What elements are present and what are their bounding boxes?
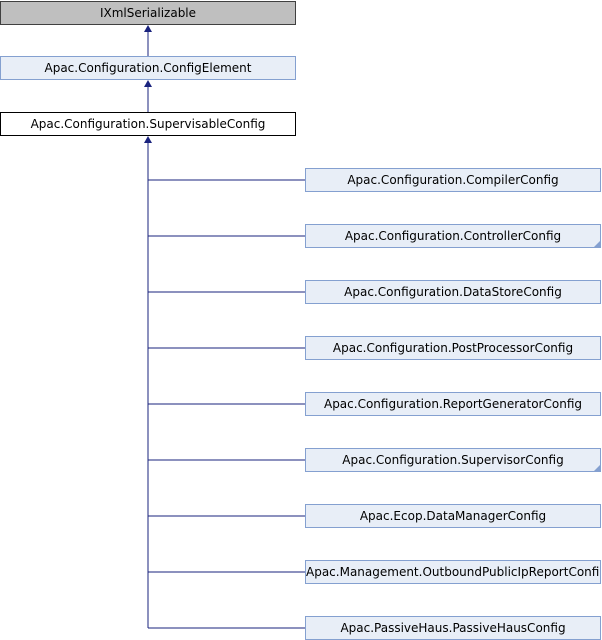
edge-group: [144, 25, 305, 629]
inheritance-arrowhead: [144, 25, 152, 32]
class-label: Apac.Configuration.ConfigElement: [44, 61, 252, 75]
class-node-apac-configuration-supervisableconfig[interactable]: Apac.Configuration.SupervisableConfig: [0, 112, 296, 136]
class-label: Apac.Configuration.SupervisorConfig: [342, 453, 564, 467]
class-label: Apac.Configuration.ReportGeneratorConfig: [323, 397, 582, 411]
class-label: IXmlSerializable: [99, 6, 197, 20]
inheritance-arrowhead: [144, 80, 152, 87]
class-node-apac-configuration-postprocessorconfig[interactable]: Apac.Configuration.PostProcessorConfig: [305, 336, 601, 360]
class-node-ixmlserializable[interactable]: IXmlSerializable: [0, 1, 296, 25]
class-label: Apac.Configuration.CompilerConfig: [347, 173, 559, 187]
class-node-apac-ecop-datamanagerconfig[interactable]: Apac.Ecop.DataManagerConfig: [305, 504, 601, 528]
class-label: Apac.Management.OutboundPublicIpReportCo…: [306, 565, 601, 579]
class-label: Apac.Configuration.PostProcessorConfig: [332, 341, 574, 355]
class-node-apac-configuration-controllerconfig[interactable]: Apac.Configuration.ControllerConfig: [305, 224, 601, 248]
class-node-apac-configuration-compilerconfig[interactable]: Apac.Configuration.CompilerConfig: [305, 168, 601, 192]
class-label: Apac.Configuration.ControllerConfig: [344, 229, 562, 243]
class-label: Apac.Configuration.SupervisableConfig: [30, 117, 266, 131]
class-label: Apac.Configuration.DataStoreConfig: [344, 285, 562, 299]
class-node-apac-configuration-reportgeneratorconfig[interactable]: Apac.Configuration.ReportGeneratorConfig: [305, 392, 601, 416]
class-node-apac-passivehaus-passivehausconfig[interactable]: Apac.PassiveHaus.PassiveHausConfig: [305, 616, 601, 640]
more-children-indicator-icon: [594, 241, 600, 247]
class-label: Apac.Ecop.DataManagerConfig: [359, 509, 547, 523]
class-label: Apac.PassiveHaus.PassiveHausConfig: [340, 621, 566, 635]
class-node-apac-configuration-supervisorconfig[interactable]: Apac.Configuration.SupervisorConfig: [305, 448, 601, 472]
more-children-indicator-icon: [594, 465, 600, 471]
class-node-apac-management-outboundpublicipreportconfig[interactable]: Apac.Management.OutboundPublicIpReportCo…: [305, 560, 601, 584]
class-node-apac-configuration-configelement[interactable]: Apac.Configuration.ConfigElement: [0, 56, 296, 80]
class-node-apac-configuration-datastoreconfig[interactable]: Apac.Configuration.DataStoreConfig: [305, 280, 601, 304]
inheritance-arrowhead: [144, 136, 152, 143]
